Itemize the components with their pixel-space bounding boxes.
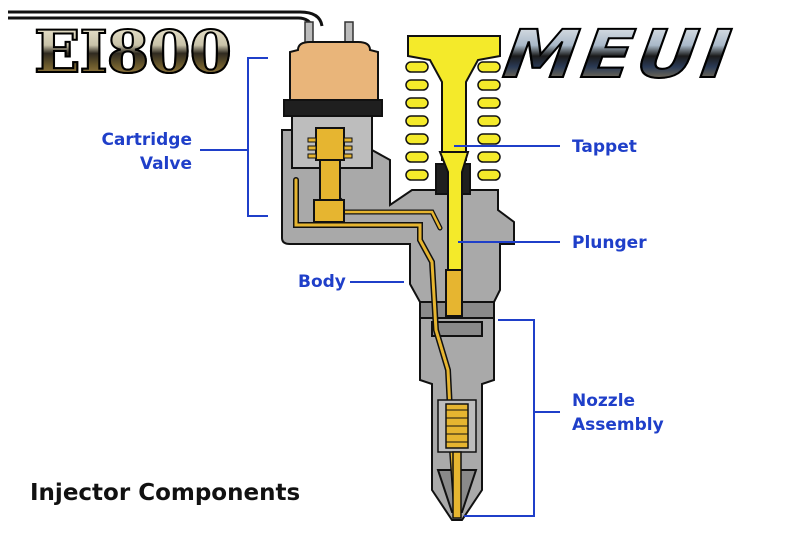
plunger-lower [445, 269, 463, 317]
brand-logo-meui: MEUI [498, 15, 740, 94]
wire-upper [8, 10, 324, 27]
valve-spring-coil [307, 137, 317, 143]
valve-spring-coil [343, 145, 353, 151]
spring-coil [477, 61, 501, 73]
callout-leaders [200, 57, 560, 517]
valve-cap [289, 41, 379, 111]
cartridge-valve [283, 41, 383, 223]
tappet-assembly [407, 35, 501, 317]
spring-coil [477, 97, 501, 109]
spring-coil [477, 115, 501, 127]
label-nozzle-assembly-line-1: Nozzle [572, 391, 636, 411]
nozzle-spring-coils [446, 409, 468, 443]
spring-coil [405, 115, 429, 127]
label-plunger: Plunger [572, 233, 647, 253]
tappet-spring [405, 61, 501, 181]
spring-coil [405, 79, 429, 91]
spring-coil [405, 61, 429, 73]
valve-spring-coil [307, 145, 317, 151]
needle-valve [452, 451, 462, 519]
spring-coil [405, 97, 429, 109]
valve-spring-coil [307, 153, 317, 159]
valve-stem [319, 159, 341, 205]
injector-body [281, 129, 515, 521]
valve-spring-coil [343, 137, 353, 143]
spring-coil [477, 151, 501, 163]
nozzle-internals [437, 399, 477, 519]
spring-coil [477, 79, 501, 91]
valve-spring [307, 137, 353, 159]
nozzle-bracket [464, 319, 535, 517]
label-nozzle-assembly: Nozzle Assembly [572, 389, 664, 437]
label-cartridge-valve: Cartridge Valve [96, 128, 192, 176]
valve-poppet [313, 199, 345, 223]
valve-spring-coil [343, 153, 353, 159]
label-cartridge-valve-line-1: Cartridge [101, 130, 192, 150]
valve-armature [315, 127, 345, 161]
valve-band [283, 99, 383, 117]
cartridge-bracket [247, 57, 268, 217]
spring-coil [405, 169, 429, 181]
label-cartridge-valve-line-2: Valve [139, 154, 192, 174]
label-tappet: Tappet [572, 137, 637, 157]
brand-logo-ei800: EI800 [33, 17, 233, 87]
label-body: Body [298, 272, 346, 292]
spring-coil [477, 169, 501, 181]
nozzle-collar [431, 321, 483, 337]
diagram-caption: Injector Components [30, 480, 301, 506]
spring-coil [477, 133, 501, 145]
spring-coil [405, 133, 429, 145]
label-nozzle-assembly-line-2: Assembly [572, 415, 664, 435]
spring-coil [405, 151, 429, 163]
